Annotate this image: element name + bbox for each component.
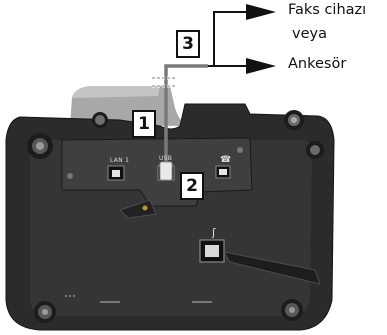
screw-top-right: [284, 110, 304, 130]
cable-clip-pin: [142, 205, 148, 211]
vent-dots: [64, 294, 76, 298]
screw-bottom-left: [34, 301, 56, 323]
arrow-to-handset: [246, 58, 276, 74]
handset-label: Ankesör: [288, 56, 347, 72]
screw-top-left-2: [92, 112, 108, 128]
connector-panel: [61, 137, 253, 207]
fax-label: Faks cihazı: [288, 2, 367, 18]
panel-screw-right: [237, 147, 243, 153]
cable-break-top-2: [152, 77, 176, 87]
lan-port-inner: [112, 170, 120, 177]
handset-cable-slot: [223, 251, 321, 285]
phone-port-inner: [219, 169, 227, 175]
usb-plug: [159, 161, 173, 181]
or-label: veya: [292, 26, 327, 42]
usb-cable: [164, 64, 208, 162]
phone-icon: ☎: [220, 155, 231, 165]
arrow-to-fax: [246, 4, 276, 20]
callout-3: 3: [176, 30, 200, 58]
handset-symbol: ʃ: [211, 226, 216, 239]
lan-port-label: LAN 1: [110, 157, 130, 164]
screw-bottom-right: [281, 299, 303, 321]
cable-break-top: [152, 76, 176, 88]
usb-port-label: USB: [159, 155, 173, 162]
handset-jack-inner: [205, 245, 219, 257]
split-line: [208, 11, 246, 67]
screw-right: [306, 141, 324, 159]
cable-clip: [119, 199, 157, 219]
base-stand-shadow: [72, 86, 160, 98]
callout-1: 1: [132, 110, 156, 138]
panel-screw-left: [67, 173, 73, 179]
screw-top-left: [27, 133, 53, 159]
callout-2: 2: [180, 172, 204, 200]
